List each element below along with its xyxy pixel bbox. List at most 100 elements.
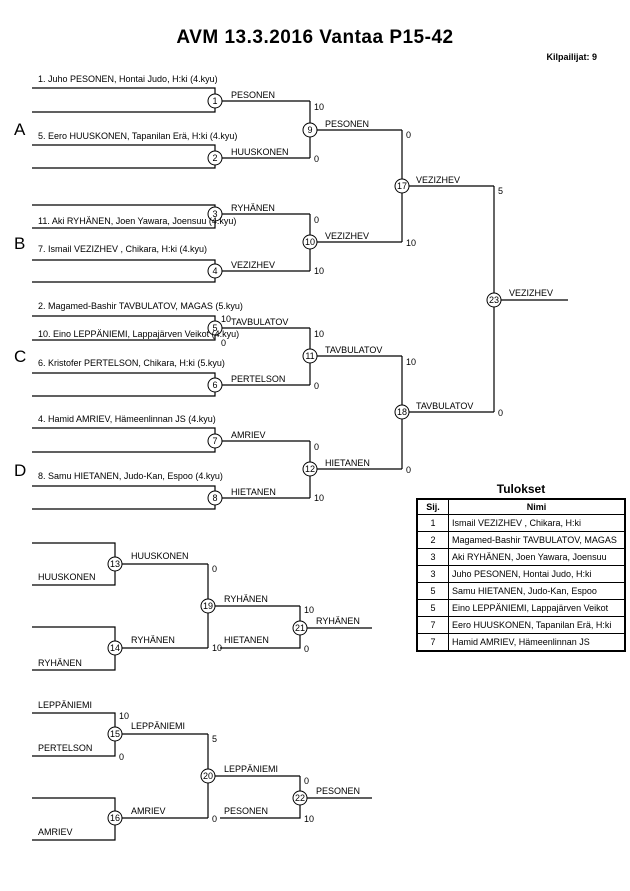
match-number: 16 <box>110 813 120 823</box>
entrant-name: 5. Eero HUUSKONEN, Tapanilan Erä, H:ki (… <box>38 131 238 141</box>
match-number: 6 <box>212 380 217 390</box>
match-score: 0 <box>314 154 320 164</box>
pool-label-a: A <box>14 120 26 139</box>
match-number: 13 <box>110 559 120 569</box>
match-score: 10 <box>314 493 325 503</box>
rank-cell: 5 <box>416 599 449 617</box>
rank-cell: 5 <box>416 582 449 600</box>
match-number: 3 <box>212 209 217 219</box>
table-row: 7 Eero HUUSKONEN, Tapanilan Erä, H:ki <box>416 616 626 634</box>
rank-cell: 3 <box>416 548 449 566</box>
match-winner: PERTELSON <box>231 374 286 384</box>
match-winner: VEZIZHEV <box>325 231 370 241</box>
results-title: Tulokset <box>496 482 546 496</box>
match-score: 0 <box>314 215 320 225</box>
match-score: 10 <box>304 605 315 615</box>
match-score: 0 <box>119 752 125 762</box>
rank-cell: 2 <box>416 531 449 549</box>
match-number: 2 <box>212 153 217 163</box>
match-number: 23 <box>489 295 499 305</box>
match-number: 14 <box>110 643 120 653</box>
entrant-name: HUUSKONEN <box>38 572 96 582</box>
pool-label-c: C <box>14 347 27 366</box>
match-winner: TAVBULATOV <box>325 345 383 355</box>
match-score: 5 <box>212 734 218 744</box>
match-score: 10 <box>304 814 315 824</box>
match-winner: LEPPÄNIEMI <box>224 764 279 774</box>
name-cell: Aki RYHÄNEN, Joen Yawara, Joensuu <box>448 548 626 566</box>
entrant-name: 10. Eino LEPPÄNIEMI, Lappajärven Veikot … <box>38 329 240 339</box>
entrant-name: 1. Juho PESONEN, Hontai Judo, H:ki (4.ky… <box>38 74 218 84</box>
table-header: Sij. Nimi <box>416 498 626 515</box>
match-winner: HIETANEN <box>325 458 370 468</box>
final-winner: VEZIZHEV <box>509 288 554 298</box>
match-score: 0 <box>212 814 218 824</box>
match-score: 0 <box>498 408 504 418</box>
match-score: 0 <box>221 338 227 348</box>
match-winner: AMRIEV <box>131 806 166 816</box>
match-score: 10 <box>406 238 417 248</box>
match-winner: RYHÄNEN <box>131 635 175 645</box>
match-score: 10 <box>119 711 130 721</box>
match-number: 4 <box>212 266 217 276</box>
match-winner: HUUSKONEN <box>231 147 289 157</box>
match-number: 15 <box>110 729 120 739</box>
match-number: 7 <box>212 436 217 446</box>
entrant-name: RYHÄNEN <box>38 658 82 668</box>
match-winner: VEZIZHEV <box>231 260 276 270</box>
match-number: 8 <box>212 493 217 503</box>
match-number: 9 <box>307 125 312 135</box>
name-cell: Eino LEPPÄNIEMI, Lappajärven Veikot <box>448 599 626 617</box>
match-score: 10 <box>221 314 232 324</box>
name-cell: Ismail VEZIZHEV , Chikara, H:ki <box>448 514 626 532</box>
entrant-name: AMRIEV <box>38 827 73 837</box>
match-score: 0 <box>314 442 320 452</box>
match-number: 21 <box>295 623 305 633</box>
column-header-rank: Sij. <box>416 498 449 515</box>
match-winner: AMRIEV <box>231 430 266 440</box>
match-winner: HUUSKONEN <box>131 551 189 561</box>
table-row: 5 Eino LEPPÄNIEMI, Lappajärven Veikot <box>416 599 626 617</box>
match-score: 10 <box>314 102 325 112</box>
match-number: 19 <box>203 601 213 611</box>
match-score: 10 <box>406 357 417 367</box>
match-winner: RYHÄNEN <box>231 203 275 213</box>
entrant-name: 4. Hamid AMRIEV, Hämeenlinnan JS (4.kyu) <box>38 414 216 424</box>
match-score: 0 <box>304 776 310 786</box>
match-number: 11 <box>305 351 314 361</box>
match-number: 22 <box>295 793 305 803</box>
name-cell: Samu HIETANEN, Judo-Kan, Espoo <box>448 582 626 600</box>
competitor-count: Kilpailijat: 9 <box>546 52 597 62</box>
match-score: 10 <box>314 266 325 276</box>
match-score: 0 <box>314 381 320 391</box>
name-cell: Hamid AMRIEV, Hämeenlinnan JS <box>448 633 626 652</box>
entrant-name: 2. Magamed-Bashir TAVBULATOV, MAGAS (5.k… <box>38 301 243 311</box>
match-winner: PESONEN <box>325 119 370 129</box>
match-number: 12 <box>305 464 315 474</box>
rank-cell: 7 <box>416 633 449 652</box>
entrant-name: LEPPÄNIEMI <box>38 700 93 710</box>
pool-label-b: B <box>14 234 26 253</box>
match-score: 0 <box>212 564 218 574</box>
match-winner: VEZIZHEV <box>416 175 461 185</box>
results-table: Sij. Nimi 1 Ismail VEZIZHEV , Chikara, H… <box>416 498 626 652</box>
column-header-name: Nimi <box>448 498 626 515</box>
rank-cell: 3 <box>416 565 449 583</box>
match-number: 1 <box>212 96 217 106</box>
table-row: 7 Hamid AMRIEV, Hämeenlinnan JS <box>416 633 626 652</box>
entrant-name: HIETANEN <box>224 635 269 645</box>
name-cell: Juho PESONEN, Hontai Judo, H:ki <box>448 565 626 583</box>
match-score: 10 <box>314 329 325 339</box>
match-winner: TAVBULATOV <box>416 401 474 411</box>
match-number: 18 <box>397 407 407 417</box>
match-winner: HIETANEN <box>231 487 276 497</box>
entrant-name: 8. Samu HIETANEN, Judo-Kan, Espoo (4.kyu… <box>38 471 223 481</box>
match-winner: PESONEN <box>316 786 361 796</box>
match-score: 0 <box>406 465 412 475</box>
match-winner: LEPPÄNIEMI <box>131 721 186 731</box>
entrant-name: 6. Kristofer PERTELSON, Chikara, H:ki (5… <box>38 358 225 368</box>
match-number: 10 <box>305 237 315 247</box>
name-cell: Eero HUUSKONEN, Tapanilan Erä, H:ki <box>448 616 626 634</box>
table-row: 2 Magamed-Bashir TAVBULATOV, MAGAS <box>416 531 626 549</box>
